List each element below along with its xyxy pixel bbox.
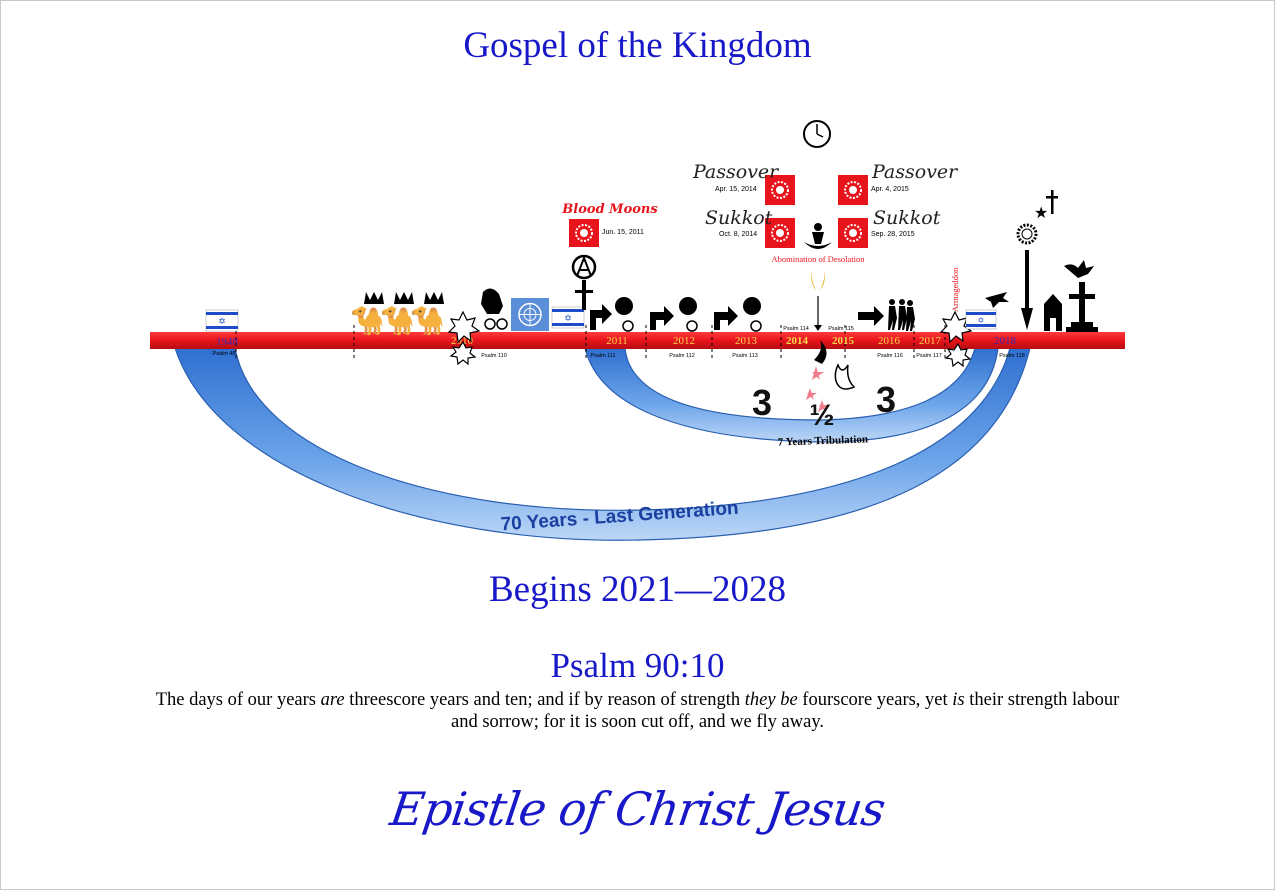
abomination-label: Abomination of Desolation — [771, 254, 865, 264]
year-label-2011: 2011 — [606, 335, 628, 347]
verse-part: fourscore years, yet — [797, 690, 953, 710]
arrow-icon — [590, 250, 1033, 330]
tribulation-label: 7 Years Tribulation — [778, 433, 869, 448]
moon-date: Apr. 4, 2015 — [871, 186, 909, 193]
psalm-label: Psalm 110 — [481, 353, 507, 359]
half-week-right: 3 — [876, 379, 896, 420]
red-moon-icon — [765, 175, 795, 205]
angel-icon — [1064, 260, 1094, 278]
moon-date: Apr. 15, 2014 — [715, 186, 757, 193]
psalm-verse: The days of our years are threescore yea… — [150, 689, 1125, 733]
church-icon — [1044, 294, 1062, 331]
cross-icon — [1046, 190, 1058, 214]
psalm-label: Psalm 117 — [916, 353, 942, 359]
verse-part: threescore years and ten; and if by reas… — [344, 690, 745, 710]
israel-flag-icon: ✡ — [205, 309, 239, 332]
psalm-label: Psalm 114 — [783, 326, 809, 332]
half-week-left: 3 — [752, 382, 772, 423]
moon-date: Jun. 15, 2011 — [602, 229, 644, 236]
camel-icon: 🐪 🐪 🐪 — [350, 304, 445, 337]
blood-moons-label: Blood Moons — [561, 202, 658, 217]
jet-icon — [985, 292, 1009, 308]
psalm-label: Psalm 112 — [669, 353, 695, 359]
moon-event-name: Sukkot — [873, 207, 941, 229]
moon-event-name: Sukkot — [705, 207, 773, 229]
year-label-2012: 2012 — [673, 335, 695, 347]
armageddon-label: Armageddon — [950, 267, 960, 312]
people-icon — [888, 299, 915, 331]
year-label-2016: 2016 — [878, 335, 901, 347]
verse-part: The days of our years — [155, 690, 321, 710]
moon-event-name: Passover — [692, 161, 780, 183]
verse-part: their strength labour and sorrow; for it… — [451, 690, 1120, 732]
israel-flag-icon: ✡ — [965, 309, 997, 330]
page-title: Gospel of the Kingdom — [463, 25, 812, 66]
psalm-label: Psalm 111 — [590, 353, 615, 359]
year-label-2014: 2014 — [786, 335, 809, 347]
red-moon-icon — [569, 219, 599, 247]
half-week-mid: ½ — [809, 399, 834, 432]
clock-icon — [803, 120, 831, 148]
anarchy-icon — [571, 254, 597, 310]
year-label-2017: 2017 — [919, 335, 942, 347]
tree-icon — [615, 297, 762, 332]
sun-icon — [1016, 223, 1038, 245]
year-label-2013: 2013 — [735, 335, 758, 347]
svg-text:✡: ✡ — [218, 317, 226, 327]
verse-italic: is — [952, 690, 965, 710]
begins-heading: Begins 2021—2028 — [488, 569, 787, 610]
moon-event-name: Passover — [871, 161, 959, 183]
explosion-icon — [447, 310, 973, 368]
svg-text:🐪: 🐪 — [380, 304, 415, 337]
psalm-label: Psalm 116 — [877, 353, 903, 359]
svg-text:✡: ✡ — [564, 314, 572, 324]
psalm-reference: Psalm 90:10 — [550, 646, 725, 685]
red-moon-icon — [838, 218, 868, 248]
year-label-2015: 2015 — [832, 335, 855, 347]
moon-date: Sep. 28, 2015 — [871, 231, 915, 238]
red-moon-icon — [838, 175, 868, 205]
signature: Epistle of Christ Jesus — [386, 782, 889, 836]
svg-text:🐪: 🐪 — [410, 304, 445, 337]
timeline-bar — [150, 332, 1125, 349]
crown-icon — [364, 292, 444, 304]
verse-italic: are — [320, 690, 345, 710]
psalm-label: Psalm 48 — [213, 351, 236, 357]
cross-icon — [1066, 282, 1098, 332]
flame-icon — [806, 340, 856, 412]
svg-text:✡: ✡ — [978, 316, 985, 325]
moon-date: Oct. 8, 2014 — [719, 231, 757, 238]
year-label-2018: 2018 — [994, 335, 1017, 347]
psalm-label: Psalm 115 — [828, 326, 854, 332]
tribulation-arc — [584, 347, 999, 443]
psalm-label: Psalm 113 — [732, 353, 758, 359]
year-label-1948: 1948 — [216, 336, 239, 348]
un-emblem-icon — [511, 298, 549, 331]
psalm-label: Psalm 118 — [999, 353, 1025, 359]
red-moon-icon — [765, 218, 795, 248]
israel-flag-icon: ✡ — [551, 306, 585, 329]
star-icon: ★ — [1034, 203, 1048, 222]
svg-text:🐪: 🐪 — [350, 304, 385, 337]
verse-italic: they be — [744, 690, 798, 710]
abomination-icon — [804, 223, 832, 331]
